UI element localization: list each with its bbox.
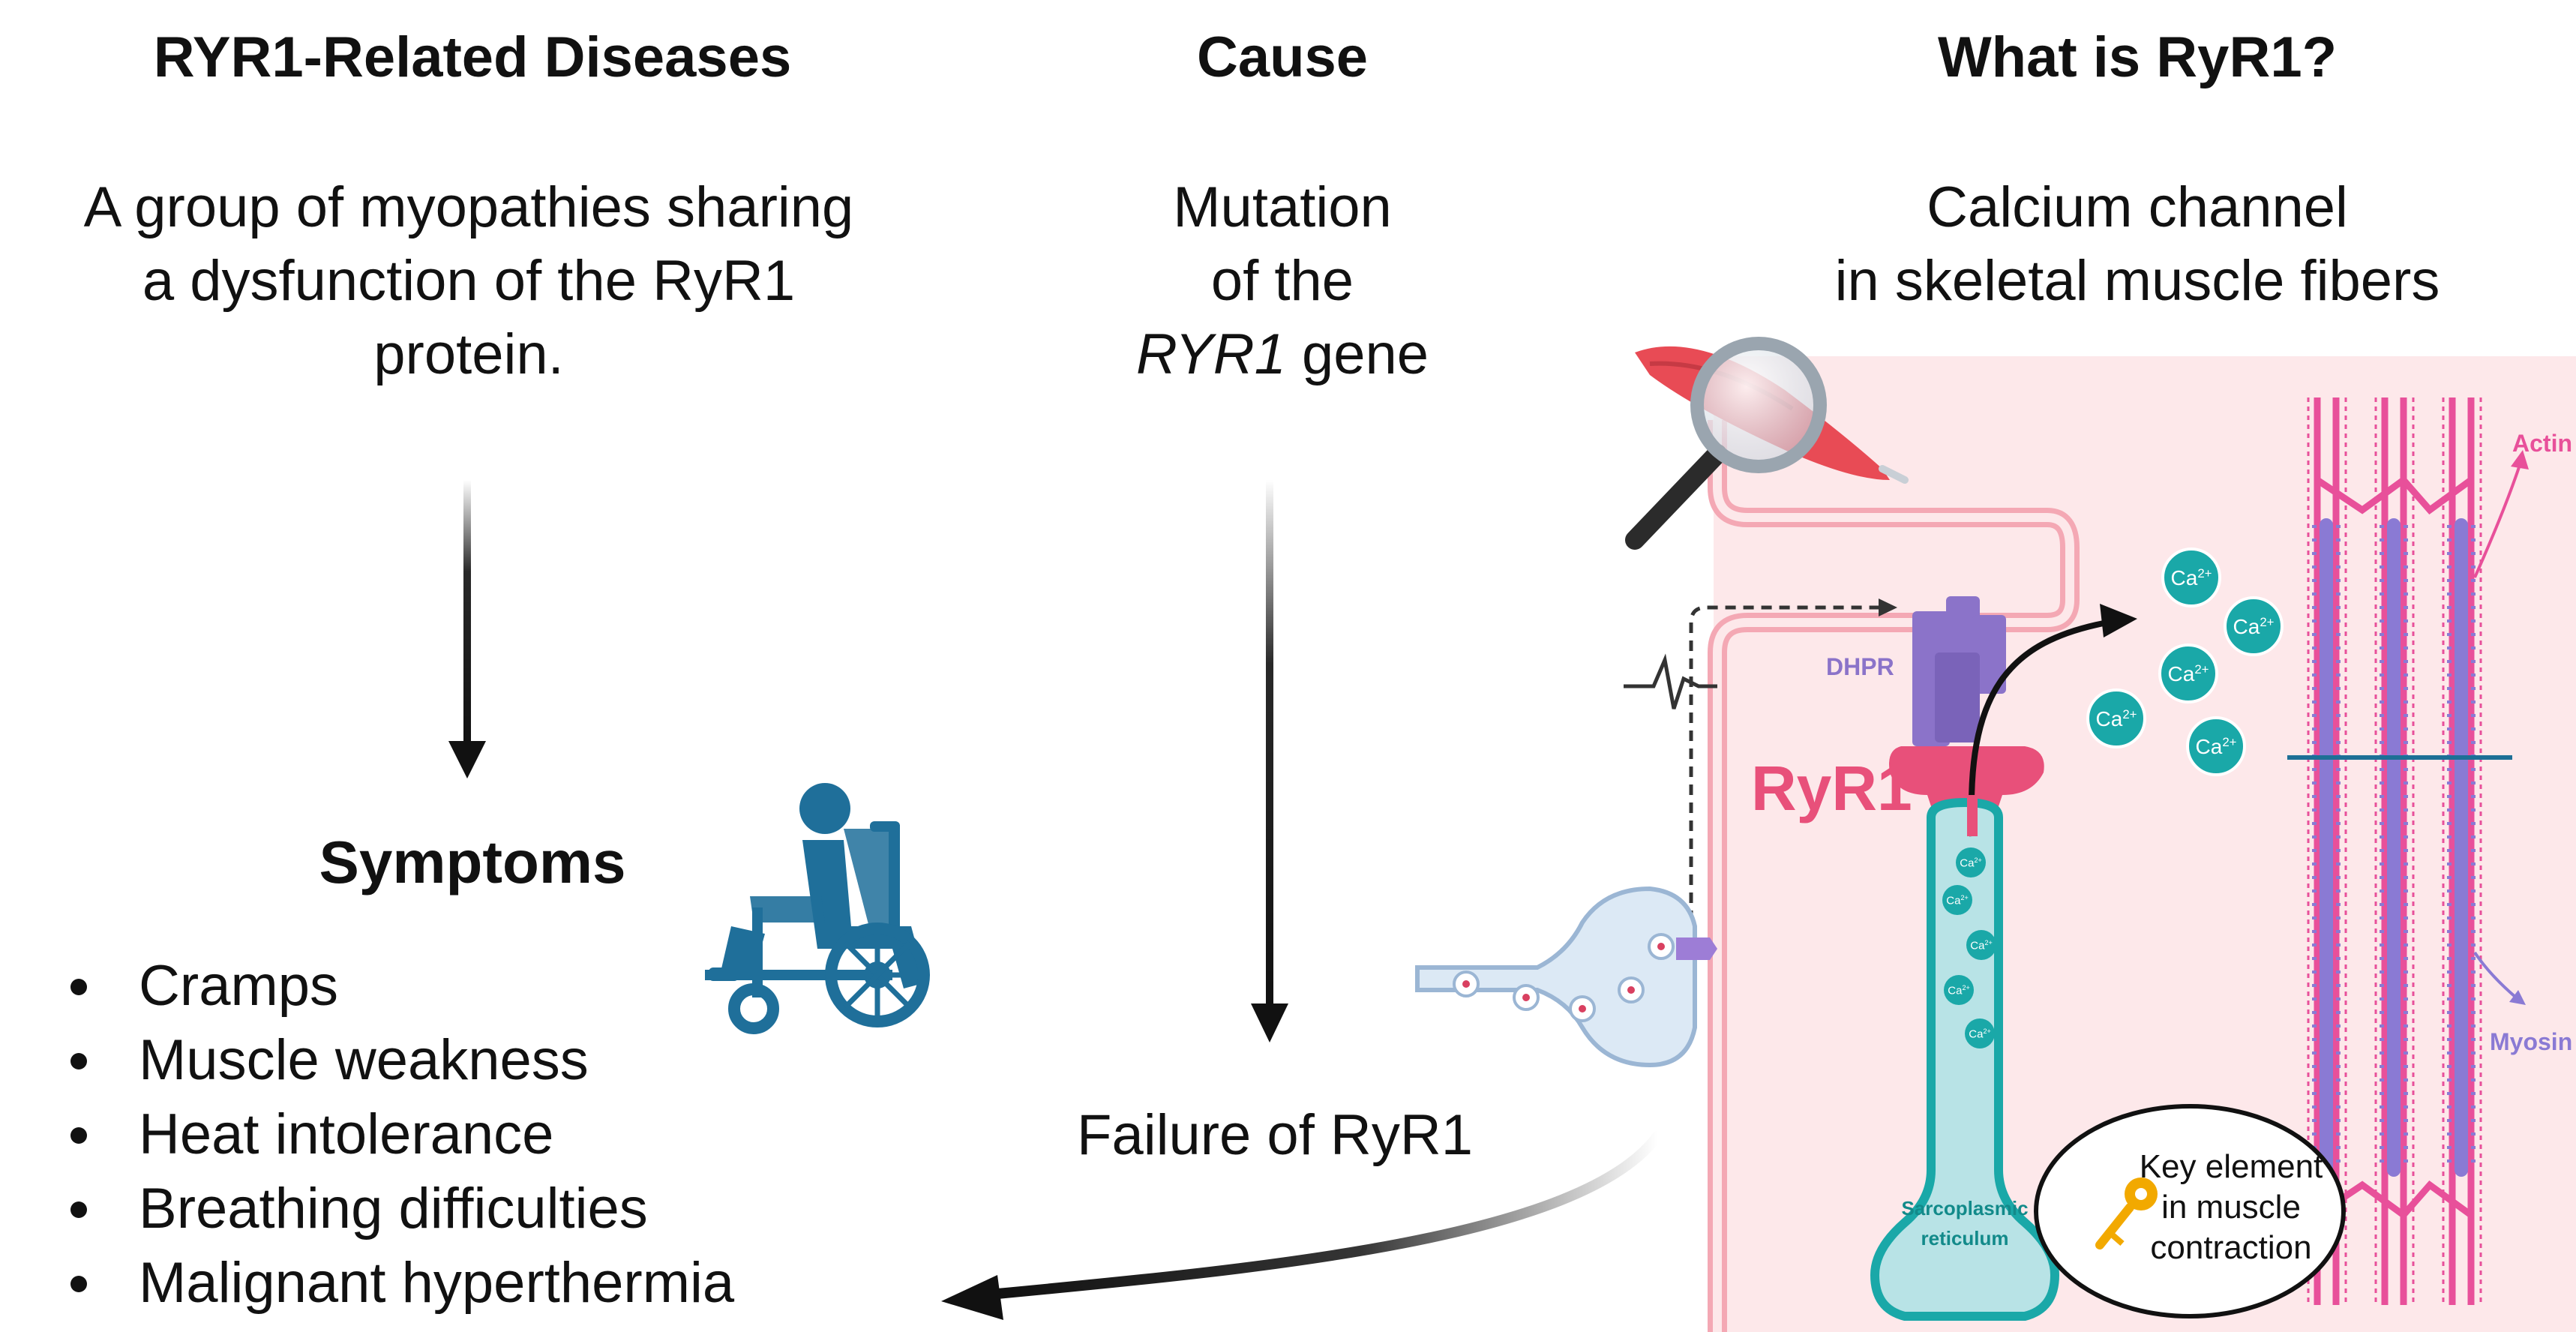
diseases-title: RYR1-Related Diseases xyxy=(153,26,792,89)
calcium-ion-charge: 2+ xyxy=(1962,984,1969,992)
wheelchair-user-icon xyxy=(705,783,926,998)
symptoms-title: Symptoms xyxy=(319,829,626,896)
cause-to-failure-arrow xyxy=(1251,480,1288,1042)
actin-label: Actin xyxy=(2512,430,2572,457)
dhpr-label: DHPR xyxy=(1826,653,1894,680)
what-is-ryr1-title: What is RyR1? xyxy=(1937,26,2338,89)
symptom-item: Muscle weakness xyxy=(52,1023,734,1097)
diseases-description-line: A group of myopathies sharing xyxy=(83,176,854,239)
diseases-description-line: a dysfunction of the RyR1 xyxy=(142,249,796,313)
dhpr-receptor xyxy=(1912,596,2006,746)
wheelchair-wheels xyxy=(728,922,930,1034)
cause-line: Mutation xyxy=(1173,176,1392,239)
calcium-ion-charge: 2+ xyxy=(1983,1028,1990,1035)
symptom-item: Cramps xyxy=(52,949,734,1023)
symptom-list: Cramps Muscle weakness Heat intolerance … xyxy=(52,949,734,1320)
calcium-ion-charge: 2+ xyxy=(1960,894,1968,902)
calcium-ion-charge: 2+ xyxy=(2260,615,2274,629)
calcium-ions-released xyxy=(2086,548,2284,776)
calcium-ion-charge: 2+ xyxy=(2197,566,2212,580)
failure-of-ryr1: Failure of RyR1 xyxy=(1077,1103,1473,1167)
calcium-ion-charge: 2+ xyxy=(2222,735,2236,749)
symptom-item: Breathing difficulties xyxy=(52,1172,734,1246)
calcium-ions-in-sr xyxy=(1942,848,1996,1048)
calcium-ion-charge: 2+ xyxy=(2122,707,2137,722)
key-note-line: Key element xyxy=(2140,1148,2323,1185)
cause-title: Cause xyxy=(1196,26,1369,89)
action-potential-signal xyxy=(1624,598,1897,975)
ryr1-label: RyR1 xyxy=(1751,753,1912,824)
calcium-ion-charge: 2+ xyxy=(1974,856,1981,864)
what-line: in skeletal muscle fibers xyxy=(1834,249,2440,313)
diseases-description-line: protein. xyxy=(373,322,564,386)
sarcoplasmic-reticulum xyxy=(1870,797,2060,1321)
cause-line: of the xyxy=(1210,249,1354,313)
key-icon xyxy=(2095,1178,2158,1250)
calcium-ion-charge: 2+ xyxy=(1984,939,1992,946)
myosin-label: Myosin xyxy=(2490,1028,2572,1055)
sr-label-line: reticulum xyxy=(1921,1227,2008,1250)
cause-gene-line: RYR1 gene xyxy=(1087,318,1477,392)
symptom-item: Heat intolerance xyxy=(52,1097,734,1172)
calcium-release-arrow xyxy=(1967,604,2137,837)
magnifier-icon xyxy=(1625,337,1827,550)
diseases-to-symptoms-arrow xyxy=(448,480,486,778)
nerve-terminal xyxy=(1415,886,1717,1068)
cause-description: Mutation of the RYR1 gene xyxy=(1087,171,1477,392)
what-line: Calcium channel xyxy=(1927,176,2348,239)
key-element-callout xyxy=(2034,1104,2346,1318)
failure-to-symptoms-arrow xyxy=(941,1131,1663,1320)
diseases-description: A group of myopathies sharing a dysfunct… xyxy=(0,171,937,392)
key-note-line: in muscle xyxy=(2161,1189,2301,1226)
calcium-ion-charge: 2+ xyxy=(2194,662,2209,676)
symptom-item: Malignant hyperthermia xyxy=(52,1246,734,1320)
key-note-line: contraction xyxy=(2150,1229,2311,1266)
gene-word: gene xyxy=(1285,322,1429,386)
what-is-ryr1-description: Calcium channel in skeletal muscle fiber… xyxy=(1725,171,2550,318)
gene-name: RYR1 xyxy=(1135,322,1286,386)
sr-label-line: Sarcoplasmic xyxy=(1901,1197,2028,1220)
ryr1-channel xyxy=(1889,746,2044,818)
